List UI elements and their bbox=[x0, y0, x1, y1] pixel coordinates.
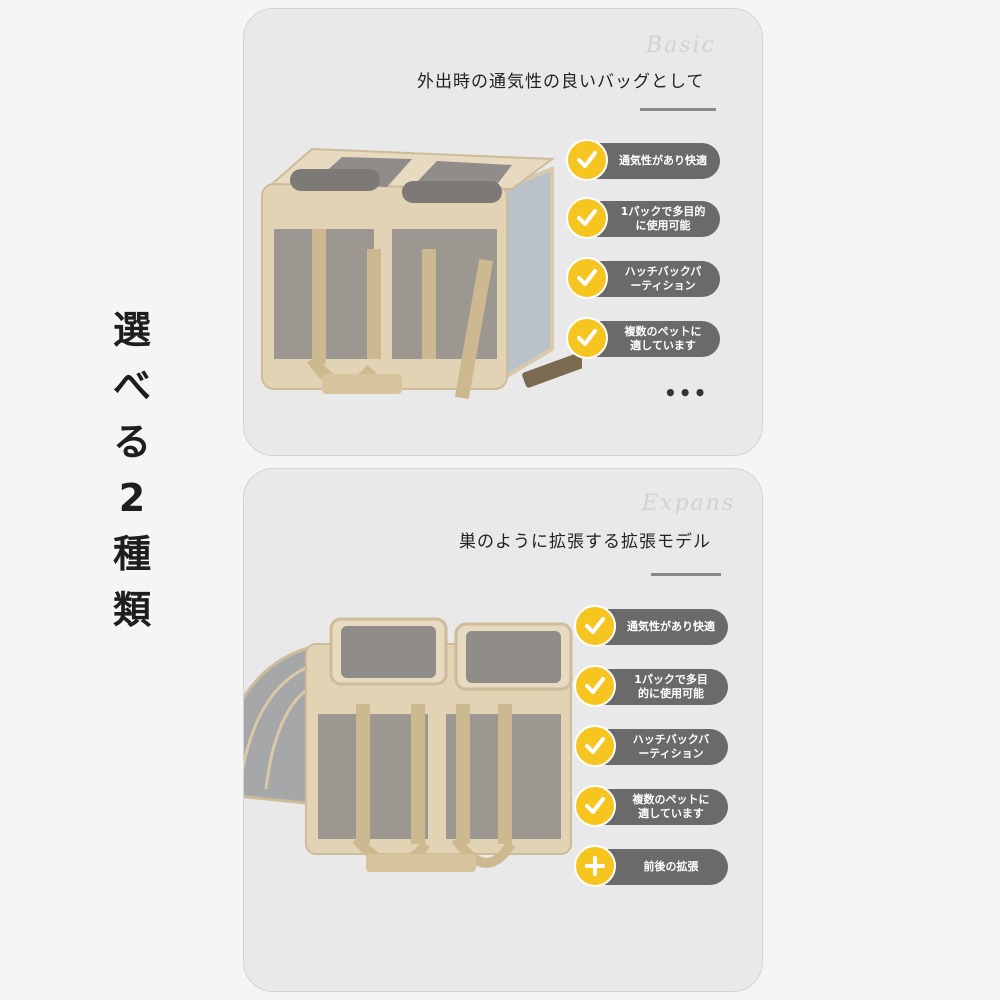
check-icon bbox=[566, 197, 608, 239]
basic-model-panel: Basic 外出時の通気性の良いバッグとして 通気 bbox=[243, 8, 763, 456]
check-icon bbox=[566, 139, 608, 181]
feature-item: 通気性があり快適 bbox=[574, 605, 730, 647]
panel-caption: 巣のように拡張する拡張モデル bbox=[459, 532, 711, 552]
plus-icon bbox=[574, 845, 616, 887]
feature-item: 複数のペットに 適しています bbox=[566, 317, 722, 359]
title-char: 類 bbox=[112, 588, 151, 632]
feature-item: ハッチバックバ ーティション bbox=[574, 725, 730, 767]
feature-item: 複数のペットに 適しています bbox=[574, 785, 730, 827]
check-icon bbox=[574, 725, 616, 767]
feature-item: 1パックで多目 的に使用可能 bbox=[574, 665, 730, 707]
caption-underline bbox=[651, 573, 721, 576]
check-icon bbox=[566, 317, 608, 359]
check-icon bbox=[574, 785, 616, 827]
more-dots: ••• bbox=[664, 381, 709, 405]
feature-item: 1パックで多目的 に使用可能 bbox=[566, 197, 722, 239]
title-char: べ bbox=[112, 364, 151, 408]
feature-item: 前後の拡張 bbox=[574, 845, 730, 887]
feature-item: ハッチバックパ ーティション bbox=[566, 257, 722, 299]
expansion-model-panel: Expans 巣のように拡張する拡張モデル 通気性があり快適 bbox=[243, 468, 763, 992]
caption-underline bbox=[640, 108, 716, 111]
title-char: 種 bbox=[112, 532, 151, 576]
expanded-pet-carrier-image bbox=[244, 617, 573, 872]
check-icon bbox=[574, 605, 616, 647]
vertical-title: 選 べ る 2 種 類 bbox=[104, 302, 160, 638]
feature-item: 通気性があり快適 bbox=[566, 139, 722, 181]
title-char: 選 bbox=[112, 308, 151, 352]
watermark-text: Expans bbox=[642, 491, 736, 516]
panel-caption: 外出時の通気性の良いバッグとして bbox=[417, 72, 705, 92]
check-icon bbox=[566, 257, 608, 299]
title-char: る bbox=[112, 420, 151, 464]
title-char: 2 bbox=[118, 476, 146, 520]
watermark-text: Basic bbox=[646, 33, 716, 58]
pet-carrier-image bbox=[261, 147, 582, 400]
check-icon bbox=[574, 665, 616, 707]
